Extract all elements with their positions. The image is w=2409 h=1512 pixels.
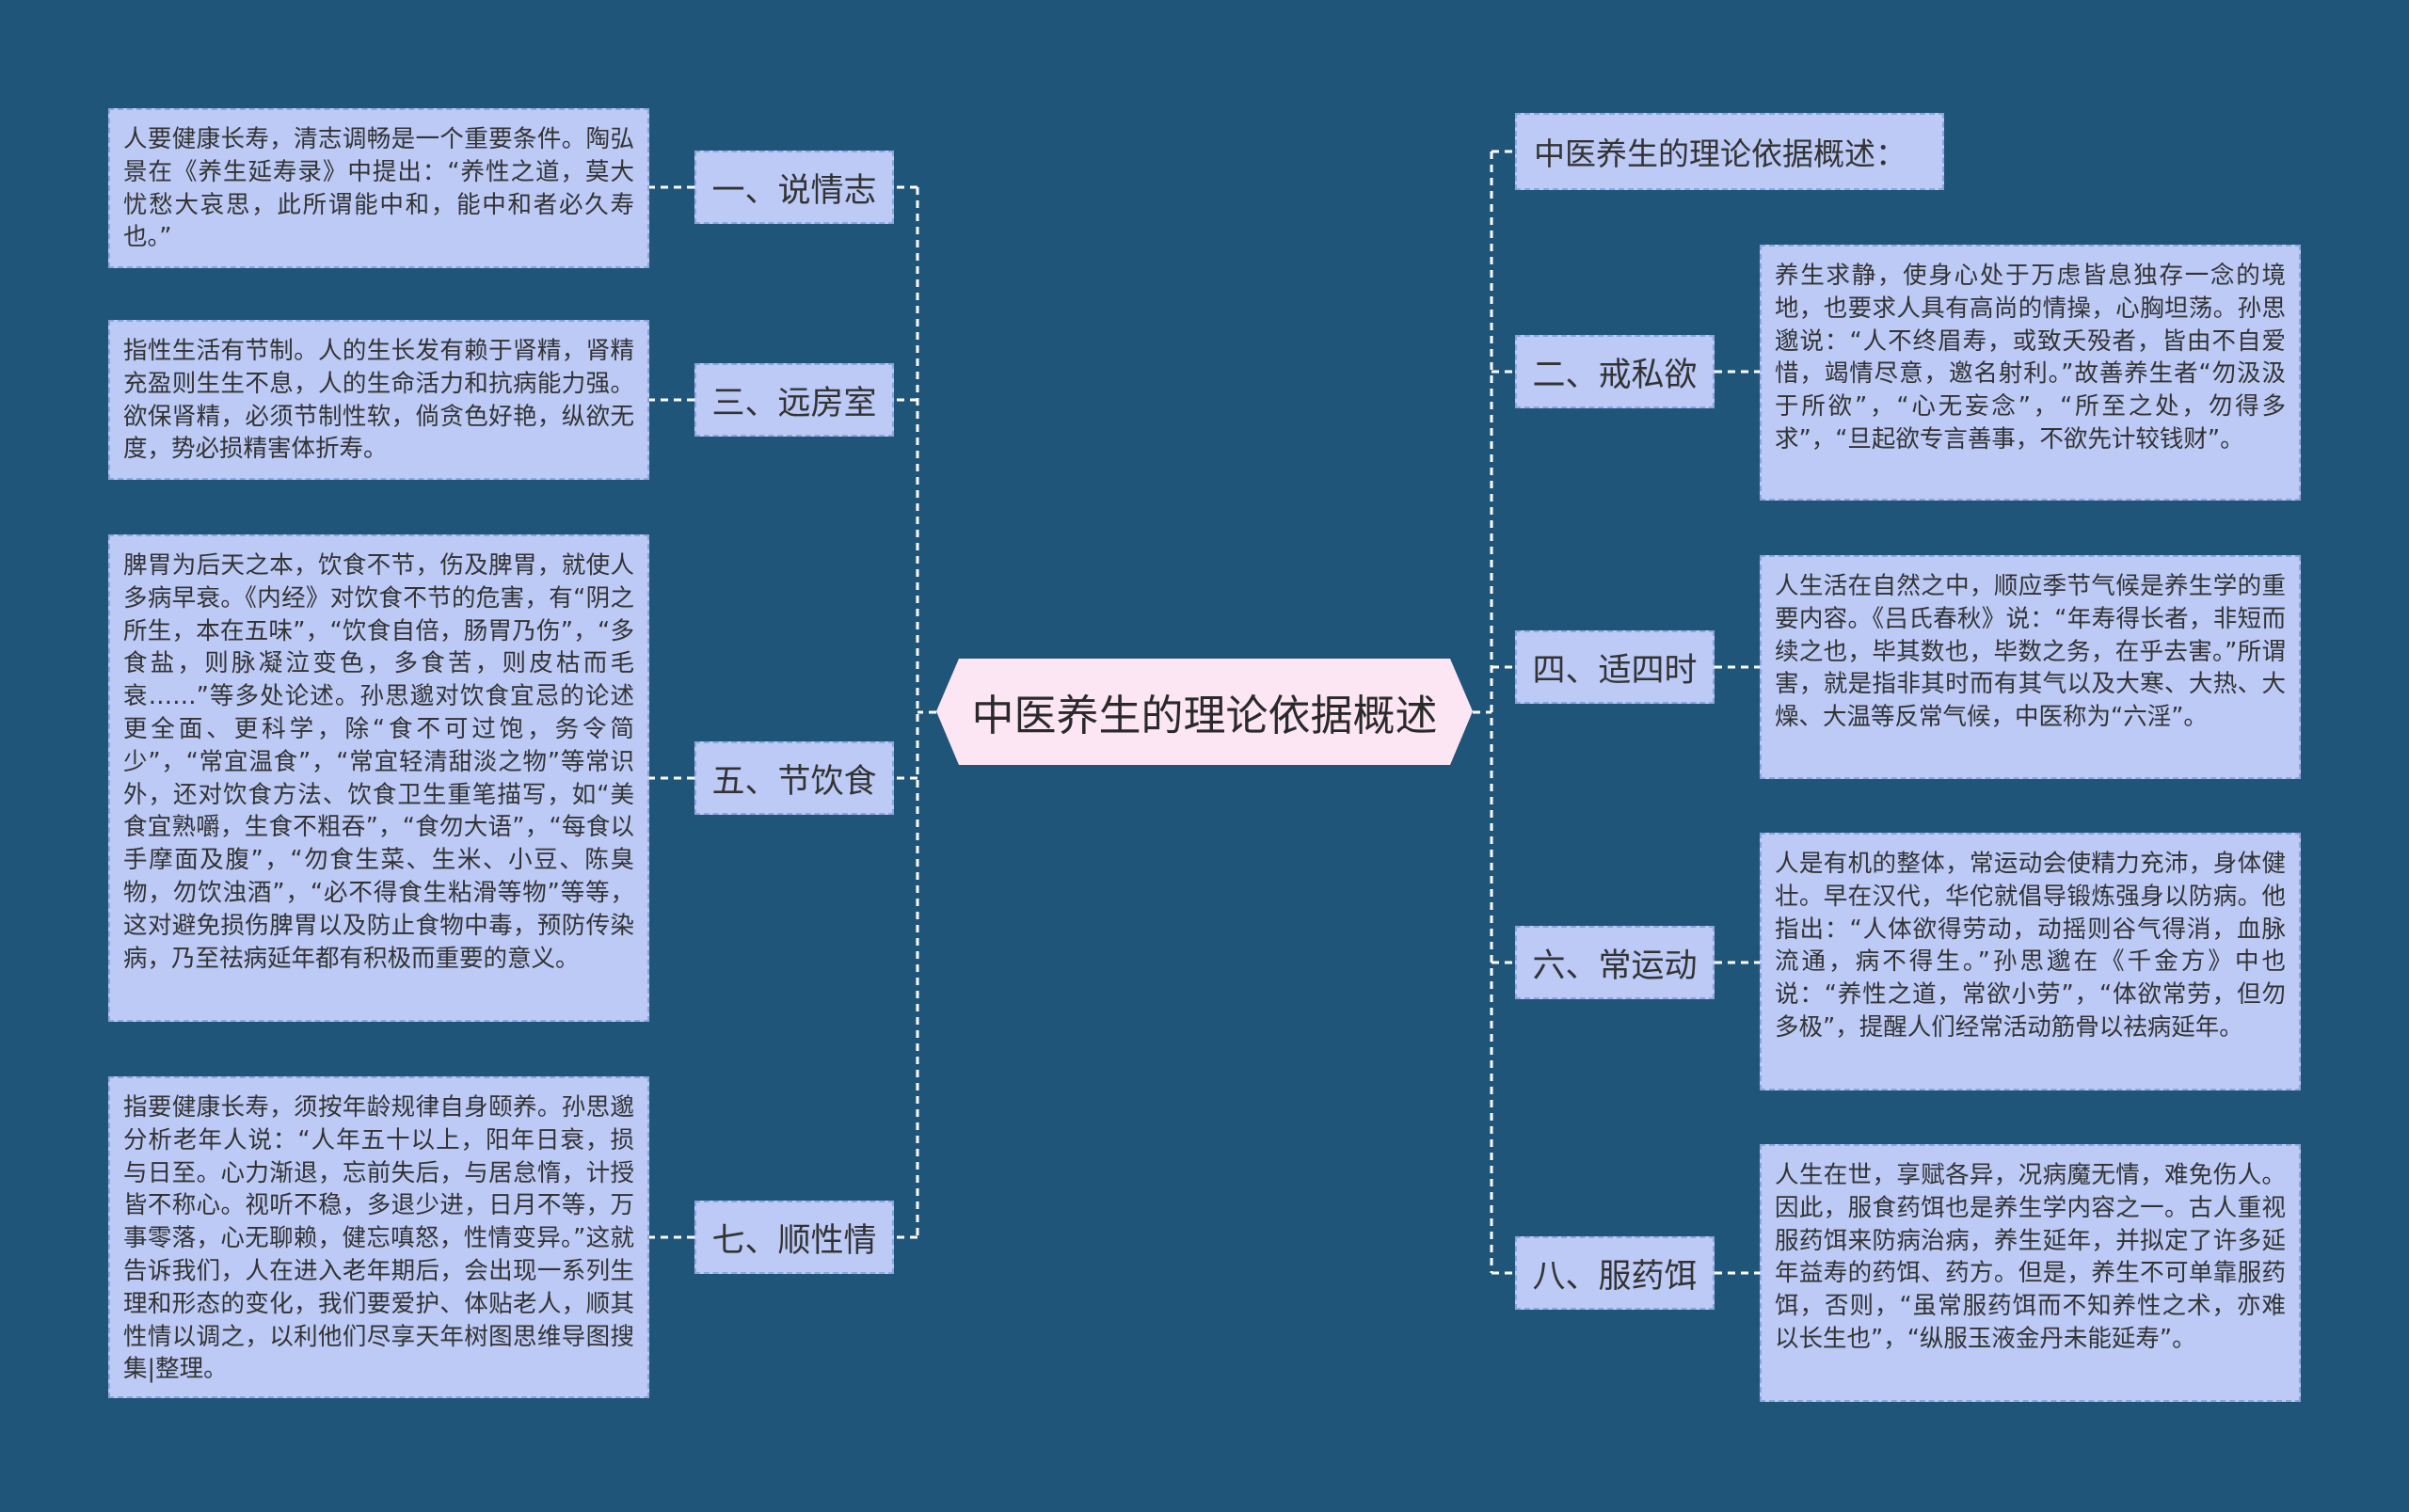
topic-chang-yundong[interactable]: 六、常运动 [1515, 926, 1715, 999]
topic-shun-xingqing[interactable]: 七、顺性情 [694, 1201, 894, 1274]
intro-node[interactable]: 中医养生的理论依据概述： [1515, 113, 1944, 190]
center-topic[interactable]: 中医养生的理论依据概述 [936, 659, 1473, 765]
detail-fu-yaoer: 人生在世，享赋各异，况病魔无情，难免伤人。因此，服食药饵也是养生学内容之一。古人… [1760, 1144, 2301, 1402]
detail-jie-yinshi: 脾胃为后天之本，饮食不节，伤及脾胃，就使人多病早衰。《内经》对饮食不节的危害，有… [108, 534, 649, 1022]
topic-shuo-qingzhi[interactable]: 一、说情志 [694, 151, 894, 224]
topic-jie-yinshi[interactable]: 五、节饮食 [694, 741, 894, 815]
detail-shuo-qingzhi: 人要健康长寿，清志调畅是一个重要条件。陶弘景在《养生延寿录》中提出：“养性之道，… [108, 108, 649, 268]
detail-shun-xingqing: 指要健康长寿，须按年龄规律自身颐养。孙思邈分析老年人说：“人年五十以上，阳年日衰… [108, 1076, 649, 1398]
topic-yuan-fangshi[interactable]: 三、远房室 [694, 363, 894, 437]
detail-jie-siyu: 养生求静，使身心处于万虑皆息独存一念的境地，也要求人具有高尚的情操，心胸坦荡。孙… [1760, 245, 2301, 501]
detail-shi-sishi: 人生活在自然之中，顺应季节气候是养生学的重要内容。《吕氏春秋》说：“年寿得长者，… [1760, 555, 2301, 779]
detail-yuan-fangshi: 指性生活有节制。人的生长发有赖于肾精，肾精充盈则生生不息，人的生命活力和抗病能力… [108, 320, 649, 480]
topic-fu-yaoer[interactable]: 八、服药饵 [1515, 1236, 1715, 1310]
topic-jie-siyu[interactable]: 二、戒私欲 [1515, 335, 1715, 408]
topic-shi-sishi[interactable]: 四、适四时 [1515, 630, 1715, 704]
detail-chang-yundong: 人是有机的整体，常运动会使精力充沛，身体健壮。早在汉代，华佗就倡导锻炼强身以防病… [1760, 833, 2301, 1090]
